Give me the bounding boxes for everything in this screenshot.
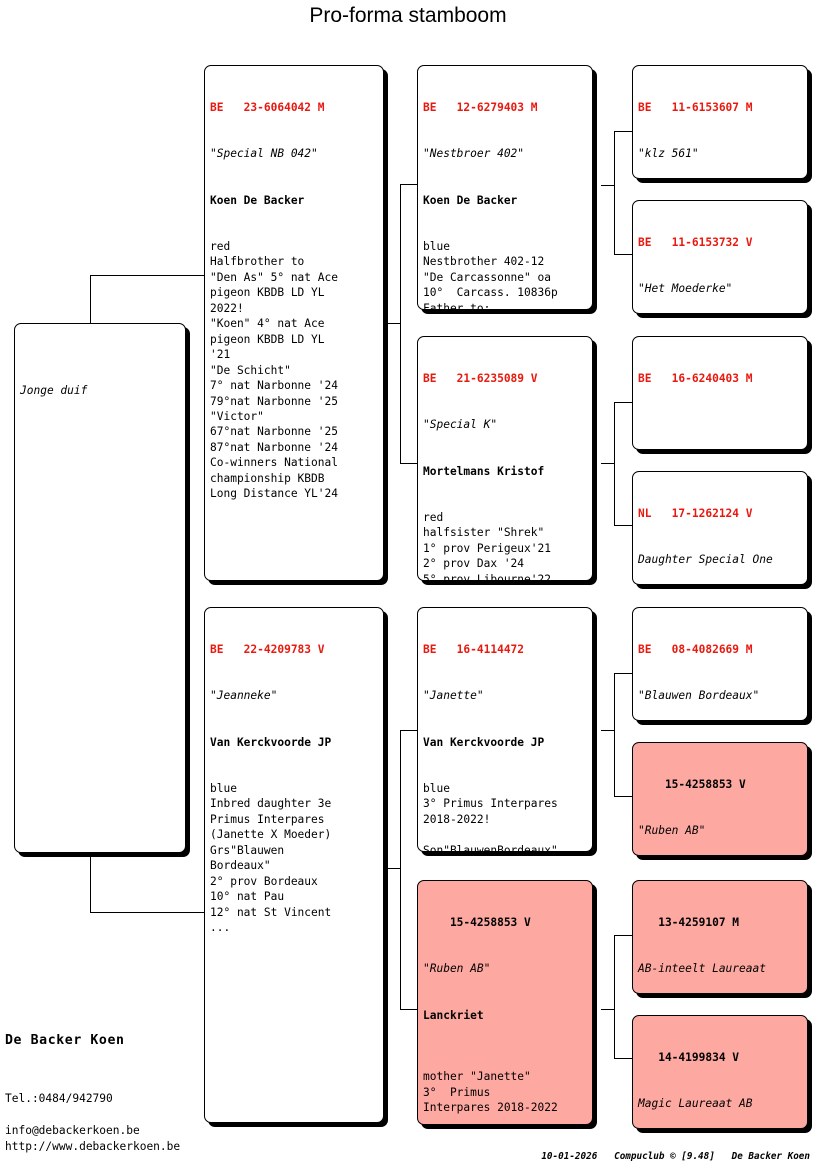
owner-name: De Backer Koen: [5, 1033, 125, 1048]
connector-stub-g6: [614, 796, 632, 797]
dam-dam-id: 15-4258853 V: [423, 915, 531, 929]
connector-stub-g1: [614, 131, 632, 132]
pedigree-box-g7[interactable]: 13-4259107 M AB-inteelt Laureaat Lanckri…: [632, 880, 808, 994]
g1-id: BE 11-6153607 M: [638, 100, 753, 114]
connector-stub-g2: [614, 254, 632, 255]
pedigree-box-sire[interactable]: BE 23-6064042 M "Special NB 042" Koen De…: [204, 65, 384, 581]
connector-stub-g8: [614, 1058, 632, 1059]
connector-vertical-g12: [614, 131, 615, 254]
owner-telephone: Tel.:0484/942790: [5, 1092, 113, 1105]
dam-dam-nickname: "Ruben AB": [423, 962, 491, 976]
connector-stub-g4: [614, 525, 632, 526]
connector-stub-sire: [90, 275, 204, 276]
pedigree-box-subject[interactable]: Jonge duif: [14, 323, 186, 853]
dam-sire-detail: blue 3° Primus Interpares 2018-2022! Son…: [423, 781, 558, 852]
subject-nickname: Jonge duif: [20, 383, 88, 397]
g7-nickname: AB-inteelt Laureaat: [638, 962, 766, 976]
g5-id: BE 08-4082669 M: [638, 642, 753, 656]
connector-stub-sire-sire: [400, 184, 418, 185]
pedigree-box-dam[interactable]: BE 22-4209783 V "Jeanneke" Van Kerckvoor…: [204, 607, 384, 1123]
pedigree-box-g3[interactable]: BE 16-6240403 M Mortelmans Kristof red h…: [632, 336, 808, 450]
g3-nickname: [638, 417, 802, 432]
g8-nickname: Magic Laureaat AB: [638, 1097, 753, 1111]
owner-email[interactable]: info@debackerkoen.be: [5, 1124, 140, 1137]
pedigree-box-g6[interactable]: 15-4258853 V "Ruben AB" Lanckriet mother…: [632, 742, 808, 856]
connector-vertical-g78: [614, 935, 615, 1058]
pedigree-box-dam-sire[interactable]: BE 16-4114472 "Janette" Van Kerckvoorde …: [417, 607, 593, 852]
dam-nickname: "Jeanneke": [210, 689, 278, 703]
connector-stub-dam: [90, 912, 204, 913]
dam-id: BE 22-4209783 V: [210, 642, 325, 656]
g4-id: NL 17-1262124 V: [638, 506, 753, 520]
g3-id: BE 16-6240403 M: [638, 371, 753, 385]
dam-detail: blue Inbred daughter 3e Primus Interpare…: [210, 781, 332, 935]
sire-nickname: "Special NB 042": [210, 147, 318, 161]
pedigree-box-dam-dam[interactable]: 15-4258853 V "Ruben AB" Lanckriet mother…: [417, 880, 593, 1125]
g7-id: 13-4259107 M: [638, 915, 740, 929]
connector-stub-g7: [614, 935, 632, 936]
sire-dam-id: BE 21-6235089 V: [423, 371, 538, 385]
sire-sire-nickname: "Nestbroer 402": [423, 147, 525, 161]
connector-stub-dam-dam: [400, 1009, 418, 1010]
connector-in-dam-dam: [601, 1009, 615, 1010]
g8-id: 14-4199834 V: [638, 1050, 740, 1064]
dam-sire-owner: Van Kerckvoorde JP: [423, 735, 545, 749]
g6-id: 15-4258853 V: [638, 777, 746, 791]
connector-in-dam: [388, 868, 401, 869]
g6-nickname: "Ruben AB": [638, 824, 706, 838]
owner-website[interactable]: http://www.debackerkoen.be: [5, 1140, 181, 1153]
sire-sire-id: BE 12-6279403 M: [423, 100, 538, 114]
dam-owner: Van Kerckvoorde JP: [210, 735, 332, 749]
sire-dam-nickname: "Special K": [423, 418, 498, 432]
sire-dam-detail: red halfsister "Shrek" 1° prov Perigeux'…: [423, 510, 551, 581]
connector-in-sire-dam: [601, 463, 615, 464]
dam-dam-detail: mother "Janette" 3° Primus Interpares 20…: [423, 1070, 558, 1115]
page-title: Pro-forma stamboom: [309, 4, 507, 27]
g5-nickname: "Blauwen Bordeaux": [638, 689, 760, 703]
pedigree-box-sire-sire[interactable]: BE 12-6279403 M "Nestbroer 402" Koen De …: [417, 65, 593, 310]
pedigree-box-g8[interactable]: 14-4199834 V Magic Laureaat AB Lanckriet…: [632, 1015, 808, 1129]
pedigree-box-g1[interactable]: BE 11-6153607 M "klz 561" Koen De Backer…: [632, 65, 808, 179]
dam-sire-id: BE 16-4114472: [423, 642, 525, 656]
sire-owner: Koen De Backer: [210, 193, 305, 207]
pedigree-box-g5[interactable]: BE 08-4082669 M "Blauwen Bordeaux" Van K…: [632, 607, 808, 721]
sire-id: BE 23-6064042 M: [210, 100, 325, 114]
connector-stub-sire-dam: [400, 463, 418, 464]
connector-stub-g5: [614, 673, 632, 674]
g4-nickname: Daughter Special One: [638, 553, 773, 567]
g2-id: BE 11-6153732 V: [638, 235, 753, 249]
g2-nickname: "Het Moederke": [638, 282, 733, 296]
pedigree-box-g2[interactable]: BE 11-6153732 V "Het Moederke" Devrieser…: [632, 200, 808, 314]
pedigree-box-sire-dam[interactable]: BE 21-6235089 V "Special K" Mortelmans K…: [417, 336, 593, 581]
footer-credit: 10-01-2026 Compuclub © [9.48] De Backer …: [541, 1151, 810, 1162]
g1-nickname: "klz 561": [638, 147, 699, 161]
dam-dam-owner: Lanckriet: [423, 1008, 484, 1022]
connector-in-sire-sire: [601, 185, 615, 186]
pedigree-box-g4[interactable]: NL 17-1262124 V Daughter Special One PEC…: [632, 471, 808, 585]
connector-in-sire: [388, 323, 401, 324]
connector-stub-dam-sire: [400, 730, 418, 731]
connector-stub-g3: [614, 402, 632, 403]
connector-vertical-g56: [614, 673, 615, 796]
sire-detail: red Halfbrother to "Den As" 5° nat Ace p…: [210, 239, 338, 501]
sire-sire-detail: blue Nestbrother 402-12 "De Carcassonne"…: [423, 239, 558, 310]
dam-sire-nickname: "Janette": [423, 689, 484, 703]
connector-in-dam-sire: [601, 730, 615, 731]
sire-dam-owner: Mortelmans Kristof: [423, 464, 545, 478]
sire-sire-owner: Koen De Backer: [423, 193, 518, 207]
connector-vertical-dam: [400, 730, 401, 1009]
